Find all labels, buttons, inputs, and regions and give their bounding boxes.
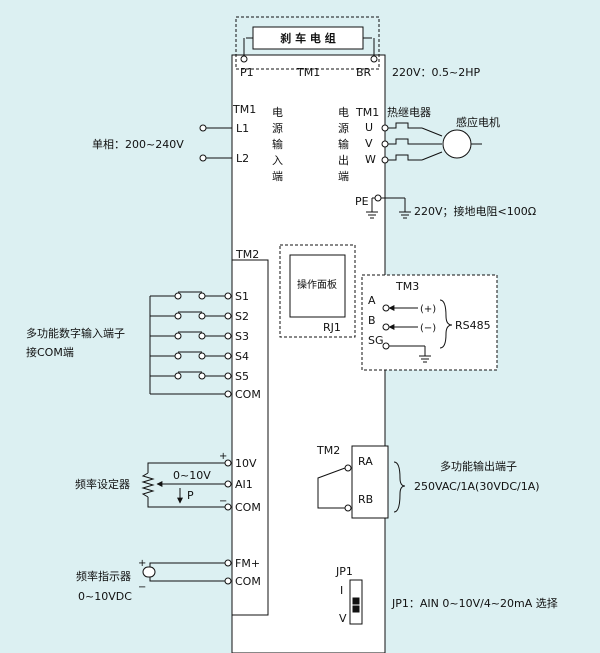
pe-label: PE bbox=[355, 195, 369, 208]
l1-label: L1 bbox=[236, 122, 249, 135]
output-tm1-label: TM1 bbox=[355, 106, 379, 119]
ground-note: 220V；接地电阻<100Ω bbox=[414, 205, 536, 218]
power-output-char-5: 端 bbox=[338, 170, 349, 183]
panel-rj-label: RJ1 bbox=[323, 321, 341, 334]
power-input-char-4: 入 bbox=[272, 154, 283, 167]
s2-label: S2 bbox=[235, 310, 249, 323]
v10-label: 10V bbox=[235, 457, 257, 470]
power-output-char-2: 源 bbox=[338, 121, 349, 135]
brake-br-label: BR bbox=[356, 66, 372, 79]
meter-range-label: 0~10VDC bbox=[78, 590, 132, 603]
thermal-relay-symbol bbox=[381, 122, 443, 164]
rs485-label: RS485 bbox=[455, 319, 491, 332]
meter-minus-label: − bbox=[138, 582, 146, 593]
rs485-b-label: B bbox=[368, 314, 376, 327]
brake-unit-box bbox=[235, 16, 380, 70]
digital-input-note-1: 多功能数字输入端子 bbox=[26, 326, 125, 340]
tm2-strip bbox=[231, 259, 269, 616]
jp1-jumper-symbol bbox=[349, 579, 363, 625]
ra-label: RA bbox=[358, 455, 373, 468]
motor-label: 感应电机 bbox=[456, 115, 500, 129]
analog-input-wiring bbox=[141, 459, 232, 511]
s1-label: S1 bbox=[235, 290, 249, 303]
analog-minus-label: − bbox=[219, 496, 227, 507]
rs485-wiring bbox=[382, 299, 453, 363]
power-output-char-1: 电 bbox=[338, 106, 349, 119]
digital-input-note-2: 接COM端 bbox=[26, 346, 74, 359]
v-label: V bbox=[365, 137, 373, 150]
power-input-char-3: 输 bbox=[272, 137, 283, 151]
digital-inputs bbox=[149, 291, 232, 398]
fm-label: FM+ bbox=[235, 557, 260, 570]
power-input-vertical-label: 电 源 输 入 端 bbox=[272, 106, 283, 183]
relay-tm2-label: TM2 bbox=[316, 444, 340, 457]
s5-label: S5 bbox=[235, 370, 249, 383]
rs485-dashed-box bbox=[361, 274, 498, 371]
power-output-char-4: 出 bbox=[338, 153, 349, 167]
rs485-a-label: A bbox=[368, 294, 376, 307]
analog-range-label: 0~10V bbox=[173, 469, 211, 482]
brake-power-note: 220V：0.5~2HP bbox=[392, 66, 481, 79]
thermal-relay-label: 热继电器 bbox=[387, 106, 431, 119]
relay-terminal-box bbox=[351, 445, 389, 519]
input-tm1-label: TM1 bbox=[232, 103, 256, 116]
phase-voltage-label: 单相：200~240V bbox=[92, 138, 184, 151]
meter-wiring bbox=[142, 559, 232, 585]
s4-label: S4 bbox=[235, 350, 249, 363]
brake-tm1-label: TM1 bbox=[296, 66, 320, 79]
w-label: W bbox=[365, 153, 376, 166]
tm2-label: TM2 bbox=[235, 248, 259, 261]
rs485-sg-label: SG bbox=[368, 334, 384, 347]
frequency-setter-label: 频率设定器 bbox=[75, 477, 130, 491]
relay-note-1: 多功能输出端子 bbox=[440, 459, 517, 473]
jp1-v-label: V bbox=[339, 612, 347, 625]
power-input-char-1: 电 bbox=[272, 106, 283, 119]
brake-p1-label: P1 bbox=[240, 66, 254, 79]
panel-label: 操作面板 bbox=[297, 278, 337, 291]
power-input-char-5: 端 bbox=[272, 170, 283, 183]
brake-unit-title: 刹 车 电 组 bbox=[280, 31, 336, 45]
analog-com-label: COM bbox=[235, 501, 261, 514]
rs485-minus-label: (−) bbox=[420, 323, 436, 334]
meter-plus-label: + bbox=[138, 558, 146, 569]
jp1-label: JP1 bbox=[335, 565, 353, 578]
power-output-vertical-label: 电 源 输 出 端 bbox=[338, 106, 349, 183]
analog-plus-label: + bbox=[219, 451, 227, 462]
rb-label: RB bbox=[358, 493, 373, 506]
s3-label: S3 bbox=[235, 330, 249, 343]
ground-symbol-pe bbox=[366, 194, 411, 219]
power-input-char-2: 源 bbox=[272, 121, 283, 135]
frequency-meter-label: 频率指示器 bbox=[76, 569, 131, 583]
power-output-char-3: 输 bbox=[338, 137, 349, 151]
tm3-label: TM3 bbox=[395, 280, 419, 293]
ai1-label: AI1 bbox=[235, 478, 253, 491]
l2-label: L2 bbox=[236, 152, 249, 165]
motor-symbol bbox=[442, 129, 472, 159]
panel-inner-box bbox=[289, 254, 346, 318]
jp1-note: JP1：AIN 0~10V/4~20mA 选择 bbox=[391, 596, 558, 610]
u-label: U bbox=[365, 121, 373, 134]
relay-note-2: 250VAC/1A(30VDC/1A) bbox=[414, 480, 540, 493]
meter-com-label: COM bbox=[235, 575, 261, 588]
di-com-label: COM bbox=[235, 388, 261, 401]
rs485-plus-label: (+) bbox=[420, 304, 436, 315]
jp1-i-label: I bbox=[340, 584, 343, 597]
analog-p-label: P bbox=[187, 489, 194, 502]
relay-contact bbox=[317, 461, 406, 513]
